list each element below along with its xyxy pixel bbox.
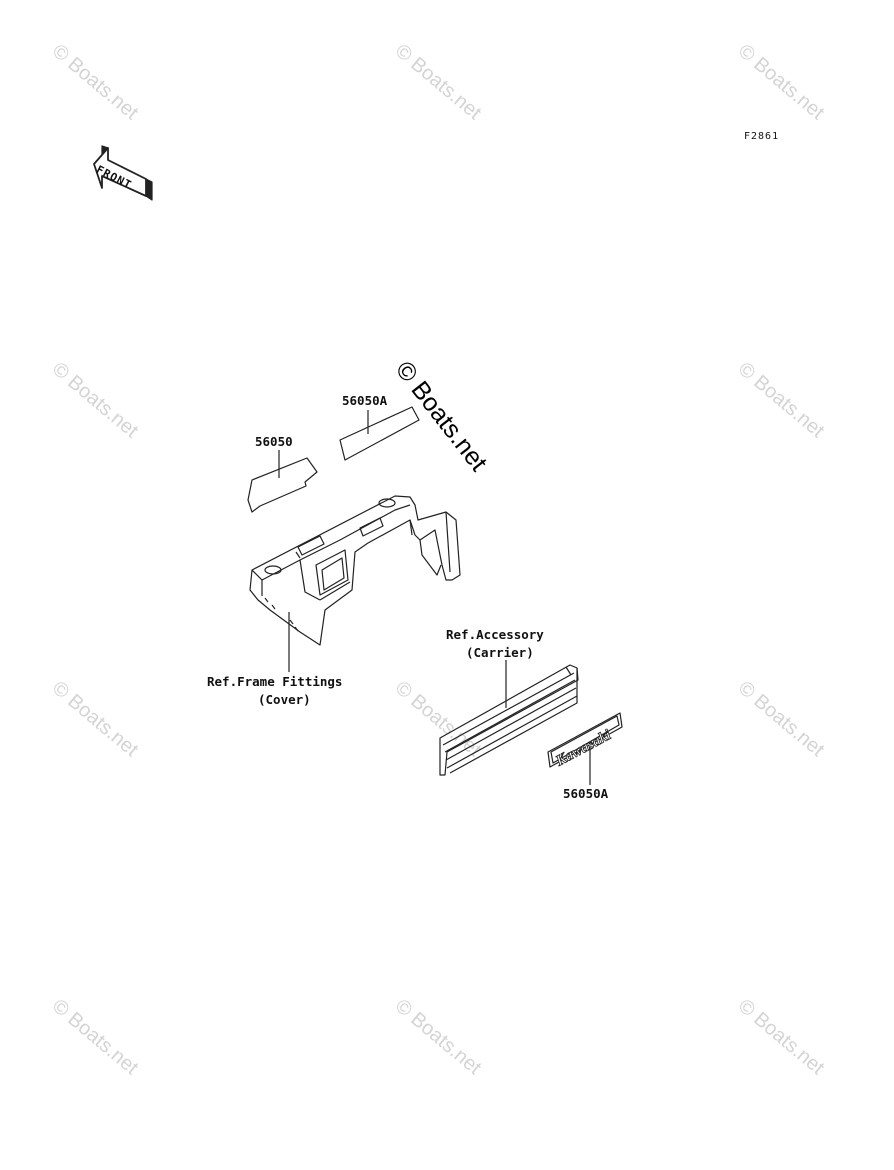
rear-cover-part <box>249 495 461 646</box>
label-ref-accessory-sub: (Carrier) <box>466 645 534 660</box>
carrier-part <box>439 664 579 776</box>
label-ref-frame: Ref.Frame Fittings <box>207 674 343 689</box>
front-arrow-icon <box>93 145 153 201</box>
label-ref-frame-sub: (Cover) <box>258 692 311 707</box>
label-56050a-bottom: 56050A <box>563 786 609 801</box>
label-56050a-top: 56050A <box>342 393 388 408</box>
emblem-56050a <box>547 712 623 768</box>
decal-56050a-top <box>339 406 420 461</box>
decal-56050 <box>247 457 318 513</box>
label-56050: 56050 <box>255 434 293 449</box>
figure-code: F2861 <box>744 131 780 142</box>
label-ref-accessory: Ref.Accessory <box>446 627 544 642</box>
